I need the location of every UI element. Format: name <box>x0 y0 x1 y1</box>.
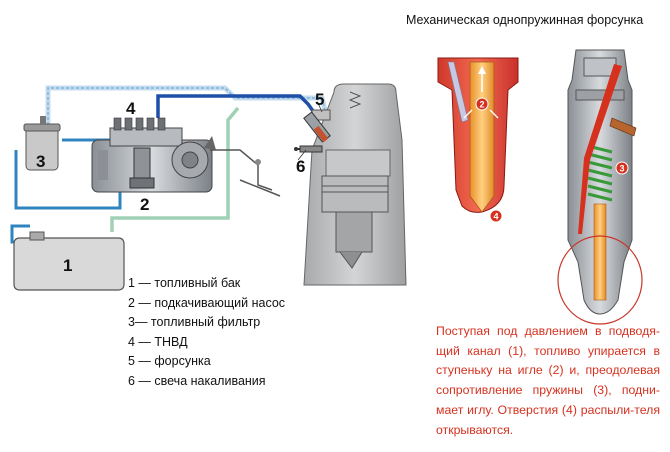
boost-pump <box>129 147 155 189</box>
legend-item: 6 — свеча накаливания <box>128 373 266 388</box>
legend-item: 1 — топливный бак <box>128 276 241 290</box>
fuel-lines <box>10 85 328 244</box>
throttle-link <box>210 149 273 191</box>
engine-cylinder <box>303 83 407 286</box>
fuel-filter <box>23 116 61 171</box>
piston <box>321 175 389 213</box>
marker-spring-label: 3 <box>619 164 624 174</box>
callout-injector: 5 <box>315 90 325 109</box>
legend: 1 — топливный бак 2 — подкачивающий насо… <box>128 274 285 392</box>
injection-pump <box>91 117 281 197</box>
callout-filter: 3 <box>36 152 46 171</box>
legend-item: 2 — подкачивающий насос <box>128 295 286 310</box>
callout-pump: 2 <box>140 195 150 214</box>
callout-tnvd: 4 <box>126 99 136 118</box>
feed-channel <box>447 61 469 123</box>
fuel-tank <box>13 231 125 291</box>
tank-to-pump-line <box>110 106 240 232</box>
legend-item: 3— топливный фильтр <box>128 315 261 330</box>
return-line <box>45 85 328 125</box>
assembly-feed-channel <box>578 64 622 234</box>
marker-needle: 2 <box>475 97 489 111</box>
description-text: Поступая под давлением в подводя-щий кан… <box>436 324 660 437</box>
filter-to-pump-line <box>14 150 122 210</box>
glow-plug <box>294 145 323 153</box>
marker-holes-label: 4 <box>493 212 498 222</box>
detail-circle <box>557 235 643 325</box>
legend-item: 4 — ТНВД <box>128 334 188 349</box>
legend-item: 5 — форсунка <box>128 354 211 369</box>
injector-assembly <box>557 49 643 325</box>
engine-injector <box>303 111 331 143</box>
nozzle-cross-section <box>437 57 519 213</box>
marker-needle-label: 2 <box>479 100 484 110</box>
needle <box>469 61 495 213</box>
high-pressure-line <box>156 94 320 120</box>
marker-holes: 4 <box>489 209 503 223</box>
callout-tank: 1 <box>63 256 73 275</box>
callout-glow-plug: 6 <box>296 157 306 176</box>
marker-spring: 3 <box>615 161 629 175</box>
spring <box>587 144 613 202</box>
diagram-title: Механическая однопружинная форсунка <box>406 13 644 27</box>
